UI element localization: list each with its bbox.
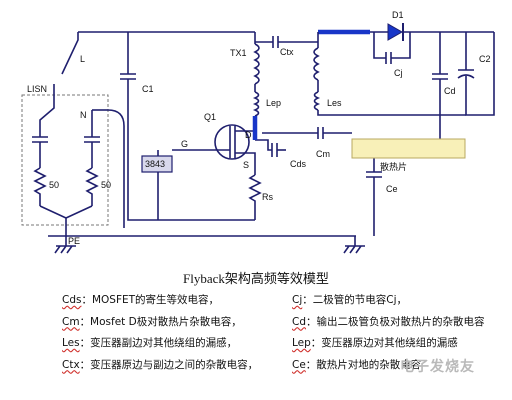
heatsink — [351, 138, 466, 159]
label-r2: 50 — [101, 180, 111, 190]
label-c2: C2 — [479, 54, 491, 64]
legend-text: ：MOSFET的寄生等效电容， — [81, 294, 220, 306]
label-g: G — [181, 139, 188, 149]
label-s: S — [243, 160, 249, 170]
watermark: 电子发烧友 — [400, 359, 475, 375]
legend-symbol: Les — [62, 337, 80, 349]
label-l: L — [80, 54, 85, 64]
flyback-circuit-diagram: LISN L N 50 50 PE C1 TX1 Ctx D1 Cj Cd C2… — [21, 10, 495, 254]
legend-row: Cds：MOSFET的寄生等效电容， Cj：二极管的节电容Cj， — [62, 290, 502, 312]
legend-text: ：散热片对地的杂散电容 — [305, 358, 422, 371]
legend-item: Ctx：变压器原边与副边之间的杂散电容， — [62, 355, 292, 377]
legend-item: Lep：变压器原边对其他绕组的漏感 — [292, 333, 458, 355]
label-ic: 3843 — [145, 159, 165, 169]
legend-item: Cj：二极管的节电容Cj， — [292, 290, 407, 312]
label-cm: Cm — [316, 149, 330, 159]
label-rs: Rs — [262, 192, 273, 202]
legend-symbol: Ctx — [62, 358, 80, 371]
label-ctx: Ctx — [280, 47, 294, 57]
label-q1: Q1 — [204, 112, 216, 122]
legend-symbol: Lep — [292, 337, 311, 349]
diagram-caption: Flyback架构高频等效模型 — [183, 271, 329, 286]
legend-symbol: Cj — [292, 294, 303, 306]
legend-text: ：变压器副边对其他绕组的漏感， — [79, 337, 238, 349]
legend-text: ：输出二极管负极对散热片的杂散电容 — [306, 315, 485, 328]
legend-row: Les：变压器副边对其他绕组的漏感， Lep：变压器原边对其他绕组的漏感 — [62, 333, 502, 355]
label-r1: 50 — [49, 180, 59, 190]
primary-wiring — [78, 31, 352, 221]
legend-symbol: Cds — [62, 294, 82, 306]
label-cj: Cj — [394, 68, 403, 78]
legend-row: Cm：Mosfet D极对散热片杂散电容， Cd：输出二极管负极对散热片的杂散电… — [62, 312, 502, 334]
label-les: Les — [327, 98, 342, 108]
legend-text: ：Mosfet D极对散热片杂散电容， — [79, 315, 242, 328]
label-tx1: TX1 — [230, 48, 247, 58]
legend: Cds：MOSFET的寄生等效电容， Cj：二极管的节电容Cj， Cm：Mosf… — [62, 290, 502, 376]
legend-symbol: Cd — [292, 315, 306, 328]
lisn-wiring — [32, 32, 125, 236]
label-n: N — [80, 110, 87, 120]
label-lisn: LISN — [27, 84, 47, 94]
label-d: D — [245, 130, 252, 140]
legend-text: ：变压器原边对其他绕组的漏感 — [310, 337, 458, 349]
controller-ic — [141, 155, 173, 173]
legend-symbol: Ce — [292, 358, 306, 371]
legend-item: Cds：MOSFET的寄生等效电容， — [62, 290, 292, 312]
label-cd: Cd — [444, 86, 456, 96]
label-heatsink: 散热片 — [380, 161, 407, 172]
label-lep: Lep — [266, 98, 281, 108]
legend-item: Cm：Mosfet D极对散热片杂散电容， — [62, 312, 292, 334]
label-d1: D1 — [392, 10, 404, 20]
secondary-wiring — [313, 31, 495, 236]
legend-item: Cd：输出二极管负极对散热片的杂散电容 — [292, 312, 485, 334]
legend-symbol: Cm — [62, 315, 80, 328]
legend-item: Ce：散热片对地的杂散电容 — [292, 355, 421, 377]
label-pe: PE — [68, 236, 80, 246]
diode-d1 — [387, 23, 404, 41]
legend-text: ：二极管的节电容Cj， — [302, 294, 407, 306]
pe-ground — [48, 235, 365, 254]
legend-row: Ctx：变压器原边与副边之间的杂散电容， Ce：散热片对地的杂散电容 — [62, 355, 502, 377]
label-cds: Cds — [290, 159, 307, 169]
lisn-box — [21, 94, 109, 226]
label-ce: Ce — [386, 184, 398, 194]
label-c1: C1 — [142, 84, 154, 94]
legend-text: ：变压器原边与副边之间的杂散电容， — [79, 358, 259, 371]
legend-item: Les：变压器副边对其他绕组的漏感， — [62, 333, 292, 355]
